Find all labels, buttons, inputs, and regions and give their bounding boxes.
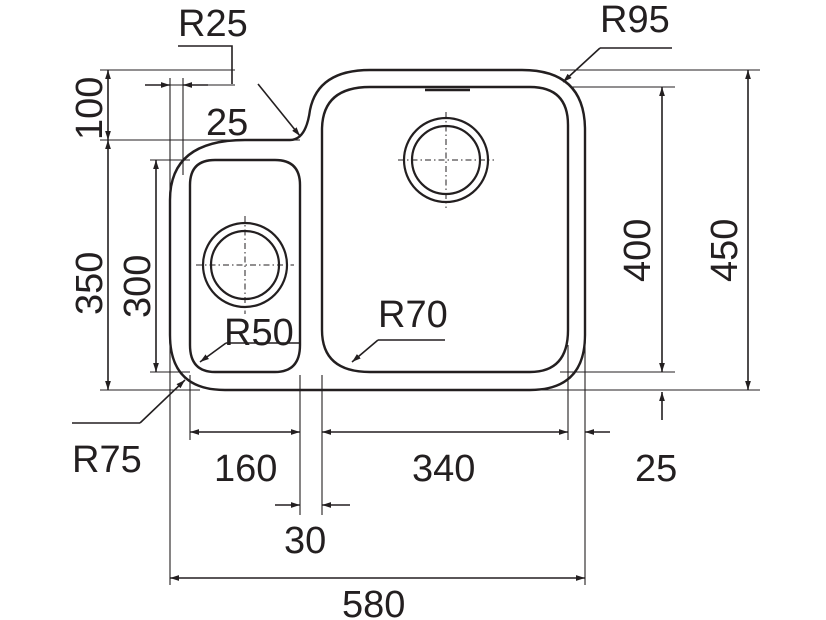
label-350: 350 [69, 252, 111, 315]
small-bowl-drain [196, 216, 294, 314]
large-bowl-drain [398, 112, 494, 208]
label-450: 450 [704, 219, 746, 282]
label-25-top: 25 [206, 102, 248, 144]
label-r75: R75 [72, 439, 142, 481]
label-r50: R50 [224, 312, 294, 354]
label-25-right-bottom: 25 [635, 448, 677, 490]
label-300: 300 [117, 255, 159, 318]
label-580: 580 [342, 584, 405, 620]
label-30: 30 [284, 520, 326, 562]
label-r70: R70 [378, 294, 448, 336]
label-400: 400 [617, 219, 659, 282]
large-bowl [320, 85, 570, 374]
label-160: 160 [214, 448, 277, 490]
label-100: 100 [69, 77, 111, 140]
label-r25: R25 [178, 3, 248, 45]
small-bowl [188, 158, 302, 374]
dimension-lines [105, 70, 751, 581]
label-r95: R95 [600, 0, 670, 41]
label-340: 340 [412, 448, 475, 490]
horizontal-extension-lines [100, 69, 760, 391]
radius-leaders [72, 45, 672, 424]
